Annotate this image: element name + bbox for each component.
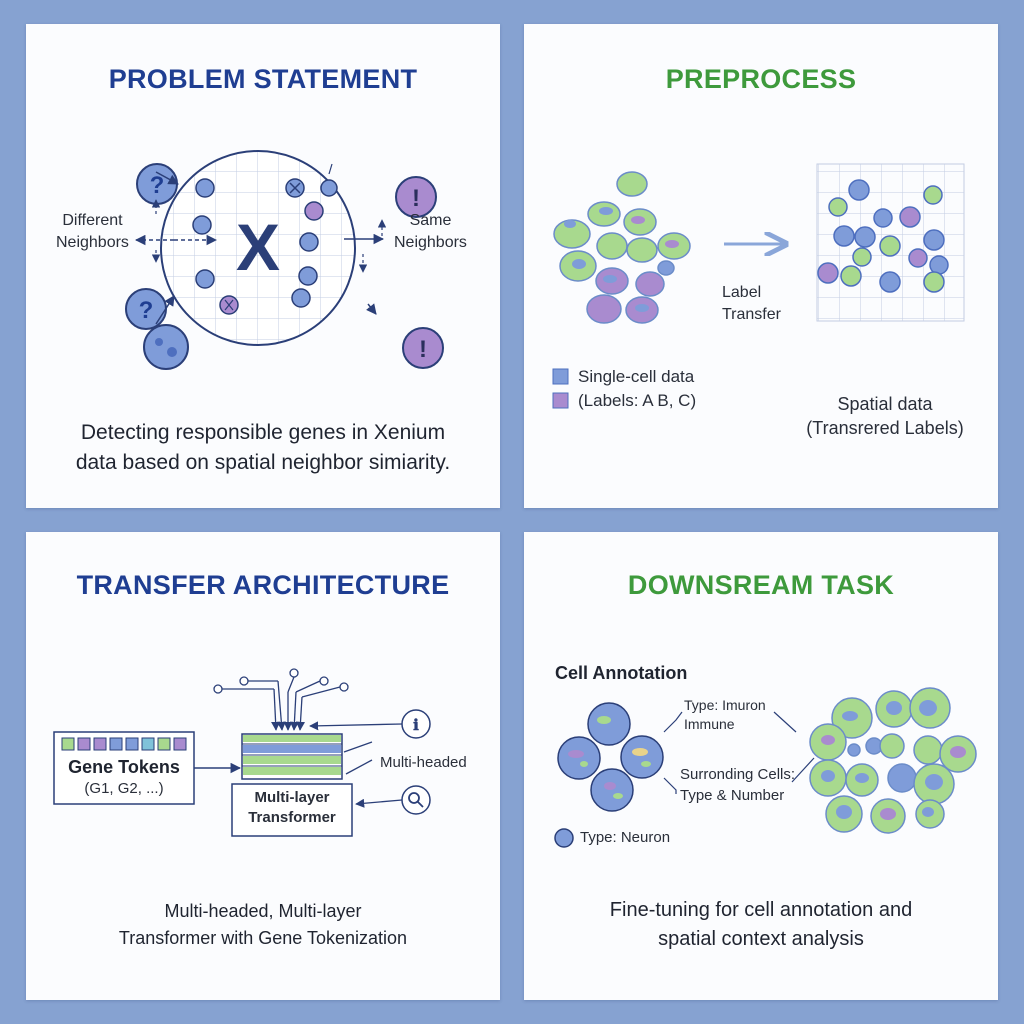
- cell-icon: [195, 269, 215, 289]
- surround-line2: Type & Number: [680, 787, 785, 804]
- cell-icon: [299, 232, 319, 252]
- single-cell-cluster: [553, 171, 691, 324]
- gene-tokens-label: Gene Tokens: [68, 757, 180, 777]
- exclamation-cell-icon: [402, 327, 444, 369]
- caption-line2: spatial context analysis: [658, 928, 864, 950]
- transformer-label: Multi-layer Transformer: [232, 788, 352, 828]
- caption-line2: data based on spatial neighbor simiarity…: [75, 451, 451, 474]
- model-line1: Multi-layer: [254, 789, 330, 806]
- cell-annotation-label: Cell Annotation: [555, 663, 688, 683]
- exclamation-cell-icon: [395, 176, 437, 218]
- model-line2: Transformer: [248, 809, 336, 826]
- left-label-line1: Different: [62, 212, 123, 229]
- arrow-label-line1: Label: [722, 284, 762, 301]
- label-transfer-text: Label Transfer: [722, 282, 781, 326]
- preprocess-panel: PREPROCESS: [524, 24, 998, 508]
- annotated-cell-cluster: [554, 702, 664, 848]
- cell-icon: [291, 288, 311, 308]
- caption-line1: Multi-headed, Multi-layer: [164, 901, 362, 921]
- caption-line1: Fine-tuning for cell annotation and: [609, 899, 913, 921]
- spatial-label-line2: (Transrered Labels): [806, 418, 964, 438]
- legend-swatch-purple: [552, 392, 569, 409]
- multi-headed-label: Multi-headed: [380, 754, 467, 771]
- exclamation-mark: !: [412, 185, 420, 212]
- spatial-data-label: Spatial data (Transrered Labels): [780, 392, 990, 440]
- type-line1: Type: Imuron: [684, 697, 766, 713]
- transformer-box: [231, 783, 353, 837]
- annotation-diagram: [554, 687, 977, 848]
- spatial-cells: [817, 179, 949, 293]
- surrounding-cells-label: Surronding Cells: Type & Number: [680, 764, 795, 806]
- cross-icon: [289, 182, 301, 194]
- downstream-task-panel: DOWNSREAM TASK: [524, 532, 998, 1000]
- surround-line1: Surronding Cells:: [680, 766, 796, 783]
- type-line2: Immune: [684, 716, 735, 732]
- center-x-mark: X: [236, 210, 280, 284]
- legend-labels: (Labels: A B, C): [578, 391, 697, 410]
- downstream-task-title: DOWNSREAM TASK: [627, 570, 895, 600]
- neighbor-diagram: X ? ? ! !: [125, 150, 444, 370]
- neuron-legend: Type: Neuron: [580, 829, 671, 846]
- downstream-caption: Fine-tuning for cell annotation and spat…: [524, 896, 998, 954]
- exclamation-mark: !: [419, 336, 427, 363]
- preprocess-title: PREPROCESS: [665, 64, 857, 94]
- caption-line1: Detecting responsible genes in Xenium: [80, 421, 446, 444]
- architecture-diagram: ℹ: [53, 668, 431, 837]
- cell-icon: [195, 178, 215, 198]
- info-glyph: ℹ: [413, 717, 419, 734]
- preprocess-diagram: [552, 163, 965, 409]
- different-neighbors-label: Different Neighbors: [56, 210, 129, 254]
- question-mark: ?: [150, 172, 165, 199]
- gene-tokens-sub: (G1, G2, ...): [84, 780, 164, 797]
- caption-line2: Transformer with Gene Tokenization: [118, 928, 408, 948]
- problem-statement-panel: PROBLEM STATEMENT X ?: [26, 24, 500, 508]
- right-label-line1: Same: [409, 212, 452, 229]
- left-label-line2: Neighbors: [56, 234, 129, 251]
- legend-swatch-blue: [552, 368, 569, 385]
- arrow-label-line2: Transfer: [722, 306, 781, 323]
- type-label: Type: Imuron Immune: [684, 696, 766, 734]
- cell-icon: [298, 266, 318, 286]
- architecture-caption: Multi-headed, Multi-layer Transformer wi…: [26, 898, 500, 952]
- legend-single-cell: Single-cell data: [578, 367, 695, 386]
- problem-statement-title: PROBLEM STATEMENT: [108, 64, 418, 94]
- same-neighbors-label: Same Neighbors: [394, 210, 467, 254]
- cell-icon: [320, 179, 338, 197]
- magnifier-icon: [401, 785, 431, 815]
- cell-icon: [304, 201, 324, 221]
- problem-caption: Detecting responsible genes in Xenium da…: [26, 418, 500, 478]
- question-mark: ?: [139, 297, 154, 324]
- spatial-label-line1: Spatial data: [837, 394, 933, 414]
- transfer-architecture-title: TRANSFER ARCHITECTURE: [76, 570, 450, 600]
- right-label-line2: Neighbors: [394, 234, 467, 251]
- cell-icon: [143, 324, 189, 370]
- cell-icon: [192, 215, 212, 235]
- transfer-architecture-panel: TRANSFER ARCHITECTURE: [26, 532, 500, 1000]
